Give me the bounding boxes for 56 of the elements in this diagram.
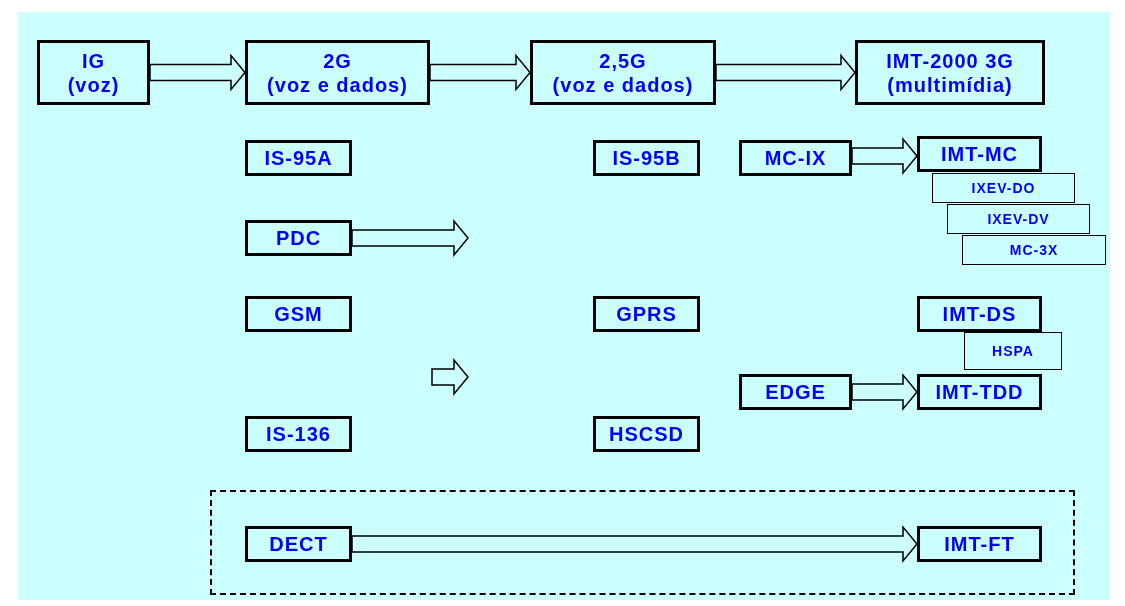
block-arrow bbox=[351, 218, 469, 258]
generation-box bbox=[245, 40, 430, 105]
box-title: IMT-MC bbox=[940, 142, 1019, 166]
box-title: IS-136 bbox=[266, 422, 331, 446]
box-title: HSCSD bbox=[609, 422, 684, 446]
generation-box bbox=[739, 140, 852, 176]
generation-box bbox=[245, 220, 352, 256]
box-title: DECT bbox=[269, 532, 328, 556]
block-arrow bbox=[351, 524, 918, 564]
dashed-group-frame bbox=[210, 490, 1075, 595]
box-title: IMT-DS bbox=[942, 302, 1017, 326]
box-title: IXEV-DO bbox=[971, 179, 1036, 197]
block-arrow bbox=[715, 53, 856, 92]
box-title: IXEV-DV bbox=[987, 210, 1050, 228]
generation-box bbox=[593, 140, 700, 176]
box-subtitle: (voz) bbox=[67, 72, 120, 97]
generation-box bbox=[917, 526, 1042, 562]
box-title: MC-IX bbox=[764, 146, 827, 170]
generation-box bbox=[855, 40, 1045, 105]
generation-box bbox=[245, 296, 352, 332]
box-title: 2,5G bbox=[599, 48, 647, 73]
generation-box bbox=[245, 140, 352, 176]
block-arrow bbox=[429, 53, 531, 92]
box-title: 2G bbox=[323, 48, 352, 73]
block-arrow bbox=[851, 372, 918, 412]
generation-box bbox=[962, 235, 1106, 265]
block-arrow bbox=[851, 136, 918, 176]
generation-box bbox=[947, 204, 1090, 234]
box-title: MC-3X bbox=[1009, 241, 1059, 259]
generation-box bbox=[593, 296, 700, 332]
box-title: IMT-TDD bbox=[935, 380, 1024, 404]
generation-box bbox=[964, 332, 1062, 370]
generation-box bbox=[245, 526, 352, 562]
box-subtitle: (voz e dados) bbox=[267, 72, 408, 97]
box-title: IMT-2000 3G bbox=[886, 48, 1014, 73]
block-arrow bbox=[149, 53, 246, 92]
box-title: IS-95A bbox=[264, 146, 333, 170]
box-subtitle: (voz e dados) bbox=[552, 72, 694, 97]
box-title: EDGE bbox=[765, 380, 826, 404]
generation-box bbox=[917, 136, 1042, 172]
generation-box bbox=[917, 296, 1042, 332]
box-subtitle: (multimídia) bbox=[887, 72, 1013, 97]
box-title: HSPA bbox=[992, 342, 1034, 360]
box-title: GPRS bbox=[616, 302, 677, 326]
box-title: IS-95B bbox=[612, 146, 681, 170]
generation-box bbox=[37, 40, 150, 105]
box-title: PDC bbox=[275, 226, 322, 250]
generation-box bbox=[593, 416, 700, 452]
generation-box bbox=[530, 40, 716, 105]
box-title: IG bbox=[81, 48, 106, 73]
generation-box bbox=[739, 374, 852, 410]
box-title: GSM bbox=[274, 302, 323, 326]
generation-box bbox=[917, 374, 1042, 410]
box-title: IMT-FT bbox=[944, 532, 1015, 556]
generation-box bbox=[245, 416, 352, 452]
generation-box bbox=[932, 173, 1075, 203]
